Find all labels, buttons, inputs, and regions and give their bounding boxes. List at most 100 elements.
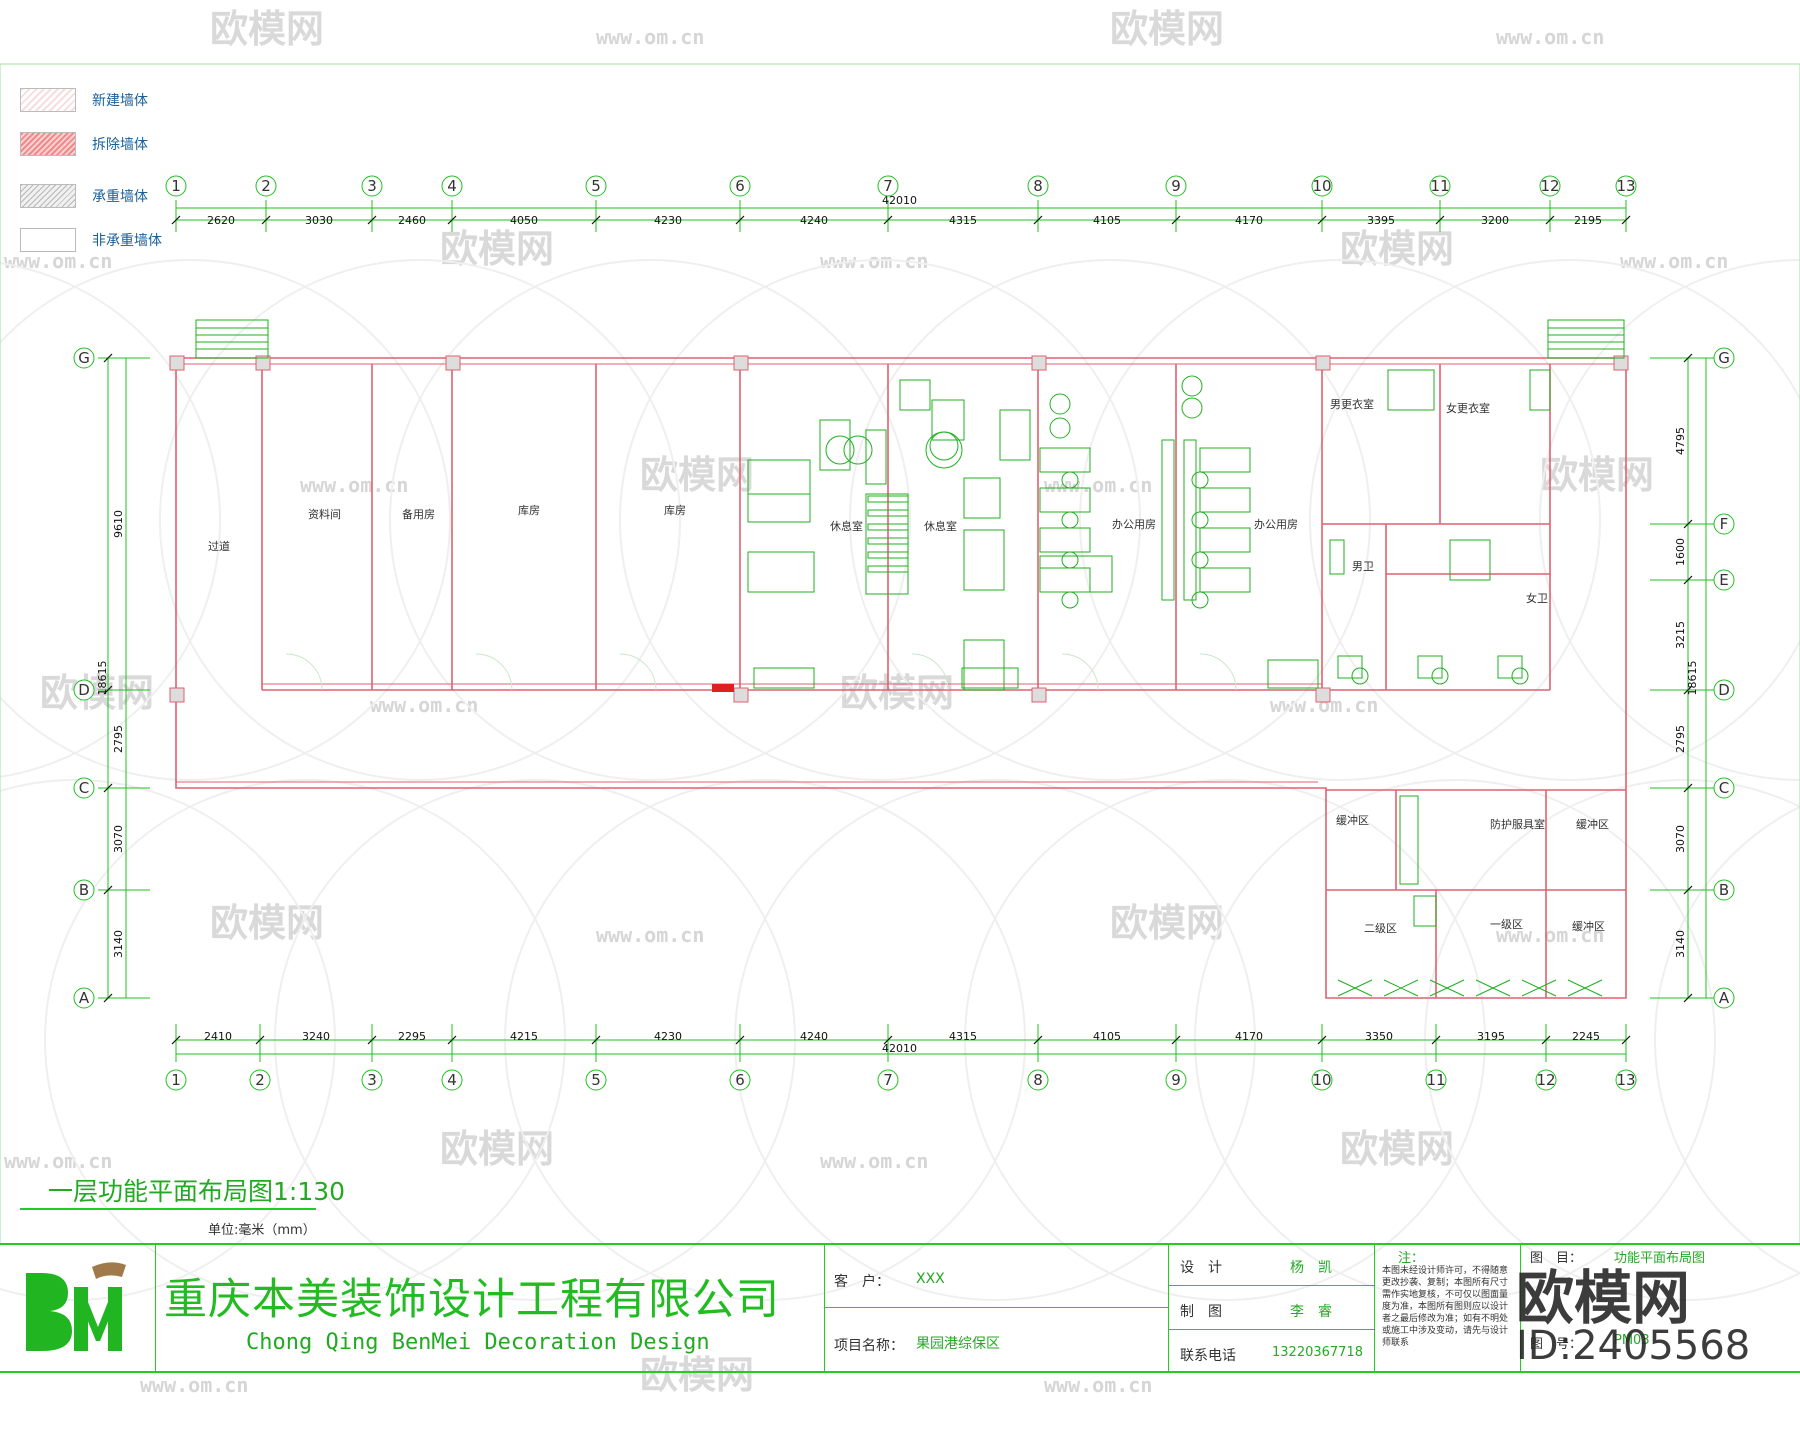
watermark-brand: 欧模网 — [840, 671, 954, 715]
room-label: 女卫 — [1526, 591, 1548, 605]
watermark-url: www.om.cn — [140, 1373, 248, 1397]
axis-grid — [98, 200, 1714, 1062]
bottom-segment-dimension: 4230 — [654, 1030, 682, 1043]
company-name-cn: 重庆本美装饰设计工程有限公司 — [164, 1275, 780, 1325]
room-labels: 过道 资料间 备用房 库房 库房 休息室 休息室 办公用房 办公用房 男更衣室 … — [208, 397, 1609, 935]
bottom-axis-bubble: 6 — [729, 1069, 751, 1091]
building-walls — [175, 357, 1627, 999]
svg-text:4: 4 — [447, 177, 457, 195]
watermark-brand: 欧模网 — [210, 901, 324, 945]
phone-value: 13220367718 — [1272, 1345, 1363, 1360]
watermark-brand: 欧模网 — [1110, 901, 1224, 945]
bottom-axis-bubble: 8 — [1027, 1069, 1049, 1091]
bottom-segment-dimension: 4215 — [510, 1030, 538, 1043]
column — [445, 355, 461, 371]
top-axis-bubble: 10 — [1311, 175, 1333, 197]
top-segment-dimension: 4050 — [510, 214, 538, 227]
svg-text:A: A — [1719, 989, 1730, 1007]
drawing-number-value: PM03 — [1614, 1333, 1650, 1348]
svg-text:B: B — [79, 881, 89, 899]
top-axis-bubble: 6 — [729, 175, 751, 197]
watermark-brand: 欧模网 — [40, 671, 154, 715]
top-segment-dimension: 2460 — [398, 214, 426, 227]
note-label: 注： — [1398, 1251, 1425, 1266]
bottom-axis-bubble: 2 — [249, 1069, 271, 1091]
watermark-url: www.om.cn — [1044, 1373, 1152, 1397]
top-axis-bubble: 13 — [1615, 175, 1637, 197]
legend-swatch-bearing-wall — [20, 184, 76, 208]
column — [255, 355, 271, 371]
left-axis-bubble: D — [73, 679, 95, 701]
left-segment-dimension: 3140 — [112, 930, 125, 958]
svg-text:D: D — [78, 681, 90, 699]
phone-label: 联系电话 — [1180, 1348, 1236, 1364]
top-segment-dimension: 4230 — [654, 214, 682, 227]
room-label: 过道 — [208, 539, 230, 553]
room-label: 男更衣室 — [1330, 397, 1374, 411]
left-total-dimension: 18615 — [96, 661, 109, 696]
column — [169, 355, 185, 371]
drawing-name-label: 图 目： — [1530, 1251, 1583, 1266]
svg-text:A: A — [79, 989, 90, 1007]
svg-text:8: 8 — [1033, 1071, 1043, 1089]
svg-text:2: 2 — [261, 177, 271, 195]
room-label: 办公用房 — [1254, 518, 1298, 531]
svg-text:F: F — [1720, 515, 1729, 533]
svg-text:5: 5 — [591, 177, 601, 195]
top-segment-dimension: 3030 — [305, 214, 333, 227]
top-segment-dimension: 4170 — [1235, 214, 1263, 227]
drawing-title: 一层功能平面布局图1:130 — [48, 1172, 345, 1208]
watermark-url: www.om.cn — [300, 473, 408, 497]
watermark-layer: 欧模网欧模网欧模网欧模网欧模网欧模网欧模网欧模网欧模网欧模网欧模网欧模网欧模网w… — [0, 7, 1800, 1397]
right-segment-dimension: 3215 — [1674, 621, 1687, 649]
room-label: 库房 — [664, 504, 686, 517]
room-label: 休息室 — [830, 519, 863, 533]
top-axis-bubble: 3 — [361, 175, 383, 197]
watermark-brand: 欧模网 — [640, 1353, 754, 1397]
top-segment-dimension: 3395 — [1367, 214, 1395, 227]
right-axis-bubble: E — [1713, 569, 1735, 591]
svg-text:G: G — [1718, 349, 1730, 367]
company-logo — [26, 1262, 126, 1351]
watermark-brand: 欧模网 — [1340, 227, 1454, 271]
drawing-name-value: 功能平面布局图 — [1614, 1251, 1706, 1266]
room-label: 女更衣室 — [1446, 401, 1490, 415]
svg-text:9: 9 — [1171, 177, 1181, 195]
svg-text:10: 10 — [1312, 1071, 1331, 1089]
bottom-segment-dimension: 4315 — [949, 1030, 977, 1043]
bottom-axis-bubble: 10 — [1311, 1069, 1333, 1091]
bottom-axis-bubble: 3 — [361, 1069, 383, 1091]
top-segment-dimension: 2620 — [207, 214, 235, 227]
right-segment-dimension: 1600 — [1674, 538, 1687, 566]
watermark-url: www.om.cn — [4, 249, 112, 273]
top-axis-bubble: 2 — [255, 175, 277, 197]
watermark-brand: 欧模网 — [1340, 1127, 1454, 1171]
top-segment-dimension: 2195 — [1574, 214, 1602, 227]
client-value: XXX — [916, 1271, 945, 1287]
svg-text:G: G — [78, 349, 90, 367]
watermark-url: www.om.cn — [1496, 923, 1604, 947]
right-total-dimension: 18615 — [1686, 661, 1699, 696]
watermark-url: www.om.cn — [596, 25, 704, 49]
bottom-segment-dimension: 4105 — [1093, 1030, 1121, 1043]
top-axis-bubble: 7 — [877, 175, 899, 197]
svg-text:10: 10 — [1312, 177, 1331, 195]
top-axis-bubble: 4 — [441, 175, 463, 197]
legend-label: 非承重墙体 — [92, 233, 162, 249]
room-label: 休息室 — [924, 519, 957, 533]
right-axis-bubble: C — [1713, 777, 1735, 799]
watermark-brand: 欧模网 — [640, 453, 754, 497]
right-axis-bubble: B — [1713, 879, 1735, 901]
svg-text:3: 3 — [367, 1071, 377, 1089]
right-segment-dimension: 3070 — [1674, 825, 1687, 853]
dimension-labels: 42010 2620 3030 2460 4050 4230 4240 4315 4105 41… — [96, 194, 1699, 1055]
top-axis-bubble: 11 — [1429, 175, 1451, 197]
room-label: 二级区 — [1364, 922, 1397, 935]
svg-text:12: 12 — [1536, 1071, 1555, 1089]
bottom-segment-dimension: 2295 — [398, 1030, 426, 1043]
top-segment-dimension: 4240 — [800, 214, 828, 227]
bottom-total-dimension: 42010 — [882, 1042, 917, 1055]
room-label: 一级区 — [1490, 918, 1523, 931]
svg-text:13: 13 — [1616, 1071, 1635, 1089]
